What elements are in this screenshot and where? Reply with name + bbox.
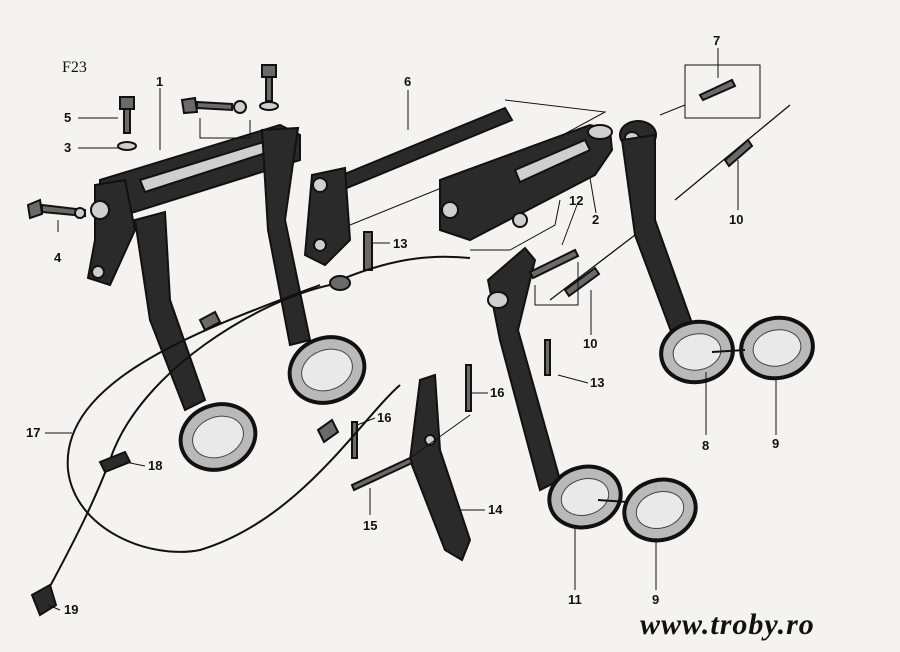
pin-12 [528,248,580,280]
center-bracket-bore [587,124,613,140]
cable-adjuster-upper [198,310,222,332]
callout-12: 12 [569,193,583,208]
callout-9-upper: 9 [772,436,779,451]
cable-upper-link [339,255,471,281]
center-bracket-hole-1 [441,201,459,219]
callout-15: 15 [363,518,377,533]
side-bolt-head [180,96,199,115]
leader-lines [45,48,777,611]
washer-4 [74,207,86,219]
callout-8: 8 [702,438,709,453]
pedal-pad-8-tread [672,333,722,371]
cable-adjuster-lower [316,418,340,444]
cross-shaft-assembly [303,99,607,267]
pin-15-exploded-line [409,414,471,459]
callout-13-upper: 13 [393,236,407,251]
right-pedal-assembly [363,64,815,543]
pin-16-left [351,421,358,459]
callout-labels: 1 2 3 4 5 6 7 8 9 9 10 10 11 12 13 13 14… [26,33,779,617]
callout-2: 2 [592,212,599,227]
intermediate-lever-assembly [350,364,472,562]
pedal-pad-11-tread [560,478,610,516]
left-pedal-arm-rear [260,126,312,347]
center-bracket-exploded-line [470,199,561,251]
top-bolt-shank [265,76,273,102]
left-pedal-arm-front [133,210,207,412]
left-front-pad-tread [192,415,244,459]
center-bracket-slot [513,138,592,184]
pedal-pad-9-lower-tread [635,491,685,529]
pad-8-9-arrow [711,349,746,353]
bolt-4-head [26,198,44,220]
callout-13-lower: 13 [590,375,604,390]
callout-17: 17 [26,425,40,440]
center-bracket-hole-2 [512,212,528,228]
center-bracket-assembly [439,123,614,251]
pin-7-frame [684,64,761,119]
cable-end-fitting [329,275,351,291]
spring-10-lower-rod [549,234,636,301]
callout-11: 11 [568,592,582,607]
cable-end-19 [30,583,58,617]
callout-19: 19 [64,602,78,617]
callout-10-upper: 10 [729,212,743,227]
left-pedal-assembly [26,64,367,472]
top-bolt-head [261,64,277,78]
pin-16-right [465,364,472,412]
callout-16-left: 16 [377,410,391,425]
washer-3 [117,141,137,151]
cable-sleeve-18 [98,450,132,474]
spring-10-lower-coil [563,266,601,298]
bolt-5-shank [123,108,131,134]
cable-assembly [30,255,471,617]
lever-14 [408,373,472,562]
right-front-arm-bore [487,291,509,309]
pin-7-leader [659,104,686,116]
callout-1: 1 [156,74,163,89]
pedal-pad-9-upper-tread [752,329,802,367]
callout-5: 5 [64,110,71,125]
callout-14: 14 [488,502,503,517]
callout-9-lower: 9 [652,592,659,607]
top-bolt-washer [259,101,279,111]
right-pedal-arm-front [486,246,562,492]
left-bracket-hole [90,200,110,220]
pin-7 [698,78,737,102]
pin-12-frame [534,262,579,306]
cable-17 [66,284,401,553]
callout-18: 18 [148,458,162,473]
pin-13-upper [363,231,373,271]
pin-15 [350,456,414,492]
pad-11-9-arrow [597,499,629,503]
side-bolt-shank [196,100,233,112]
figure-id: F23 [62,59,87,76]
side-bolt-bracket-line [199,118,251,139]
bolt-5-head [119,96,135,110]
pin-13-lower [544,339,551,376]
left-rear-pad-tread [301,348,353,392]
callout-16-right: 16 [490,385,504,400]
cable-18 [47,284,331,591]
watermark-text: www.troby.ro [640,608,815,641]
spring-10-upper-coil [723,138,754,168]
right-pedal-arm-rear [620,133,700,352]
shaft-lever-hole [312,177,328,193]
callout-10-lower: 10 [583,336,597,351]
shaft-lever-lower-hole [313,238,327,252]
side-bolt-washer [233,100,247,114]
callout-6: 6 [404,74,411,89]
callout-4: 4 [54,250,62,265]
callout-3: 3 [64,140,71,155]
left-bracket-lower-hole [91,265,105,279]
callout-7: 7 [713,33,720,48]
